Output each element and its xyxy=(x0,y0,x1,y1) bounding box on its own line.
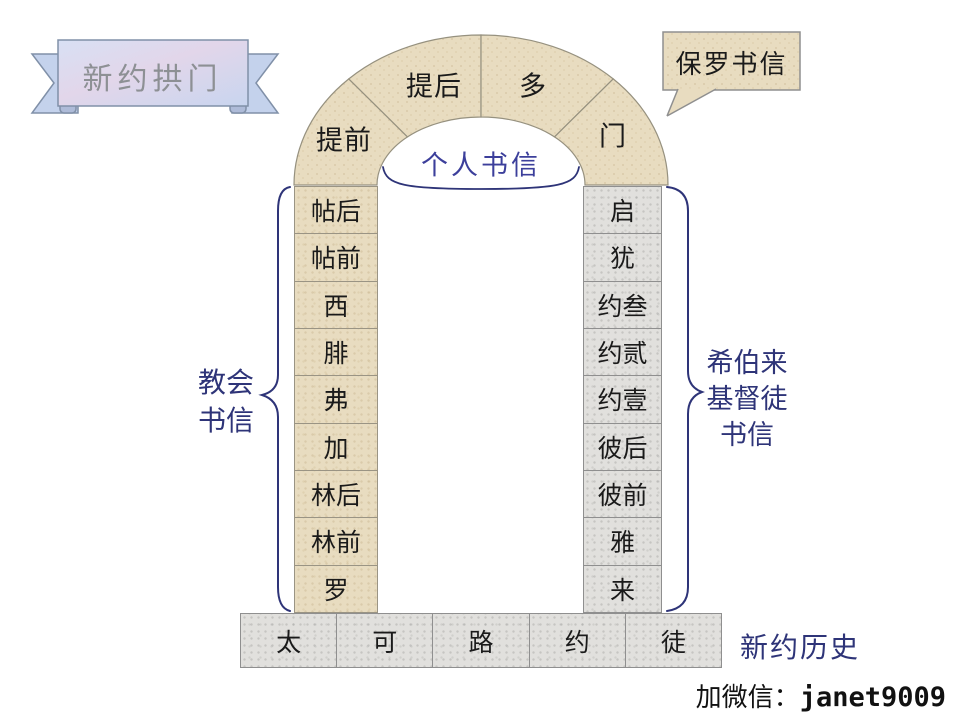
arch-label-titus: 多 xyxy=(519,71,547,103)
label-line: 书信 xyxy=(197,404,254,437)
watermark: 加微信：janet9009 xyxy=(696,677,946,714)
arch-label-2tim: 提后 xyxy=(406,71,462,103)
hebrew-christian-epistles-label: 希伯来 基督徒 书信 xyxy=(700,346,794,454)
pillar-block: 来 xyxy=(583,564,662,613)
pillar-block: 犹 xyxy=(583,233,662,282)
arch-label-1tim: 提前 xyxy=(316,125,372,157)
foundation-block: 徒 xyxy=(624,613,723,668)
pillar-block: 启 xyxy=(583,186,662,235)
pillar-block: 加 xyxy=(294,422,378,471)
label-line: 希伯来 xyxy=(706,348,788,379)
pillar-block: 约贰 xyxy=(583,327,662,377)
pillar-block: 彼前 xyxy=(583,469,662,519)
nt-history-label: 新约历史 xyxy=(740,631,861,664)
label-line: 书信 xyxy=(720,420,774,451)
pillar-block: 西 xyxy=(294,280,378,329)
callout-bubble xyxy=(662,31,801,117)
watermark-id: janet9009 xyxy=(799,682,946,713)
banner-title: 新约拱门 xyxy=(82,62,223,97)
foundation-block: 约 xyxy=(528,613,626,668)
callout-label: 保罗书信 xyxy=(675,50,788,80)
foundation-block: 路 xyxy=(432,613,530,668)
label-line: 教会 xyxy=(197,366,254,399)
church-epistles-label: 教会 书信 xyxy=(190,364,262,440)
pillar-block: 弗 xyxy=(294,375,378,424)
pillar-block: 约壹 xyxy=(583,375,662,424)
arch xyxy=(293,34,669,186)
watermark-prefix: 加微信： xyxy=(695,683,800,713)
left-brace xyxy=(258,186,291,612)
pillar-block: 彼后 xyxy=(583,422,662,471)
banner-band xyxy=(57,39,249,107)
pillar-block: 林后 xyxy=(294,469,378,519)
pillar-block: 约叁 xyxy=(583,280,662,329)
pillar-block: 帖前 xyxy=(294,233,378,282)
banner-ribbon xyxy=(30,39,280,114)
arch-label-philemon: 门 xyxy=(599,121,627,153)
arch-wedge-philemon xyxy=(553,78,669,186)
pillar-block: 雅 xyxy=(583,517,662,566)
foundation-row: 太 可 路 约 徒 xyxy=(240,613,723,668)
personal-epistles-label: 个人书信 xyxy=(421,150,541,182)
inner-arc-underline xyxy=(382,166,580,190)
label-line: 基督徒 xyxy=(706,384,788,415)
pillar-block: 帖后 xyxy=(294,186,378,235)
foundation-block: 可 xyxy=(336,613,434,668)
foundation-block: 太 xyxy=(240,613,338,668)
right-pillar: 启 犹 约叁 约贰 约壹 彼后 彼前 雅 来 xyxy=(583,186,662,613)
pillar-block: 林前 xyxy=(294,517,378,566)
right-brace xyxy=(666,186,705,612)
left-pillar: 帖后 帖前 西 腓 弗 加 林后 林前 罗 xyxy=(294,186,378,613)
pillar-block: 罗 xyxy=(294,564,378,613)
pillar-block: 腓 xyxy=(294,327,378,377)
